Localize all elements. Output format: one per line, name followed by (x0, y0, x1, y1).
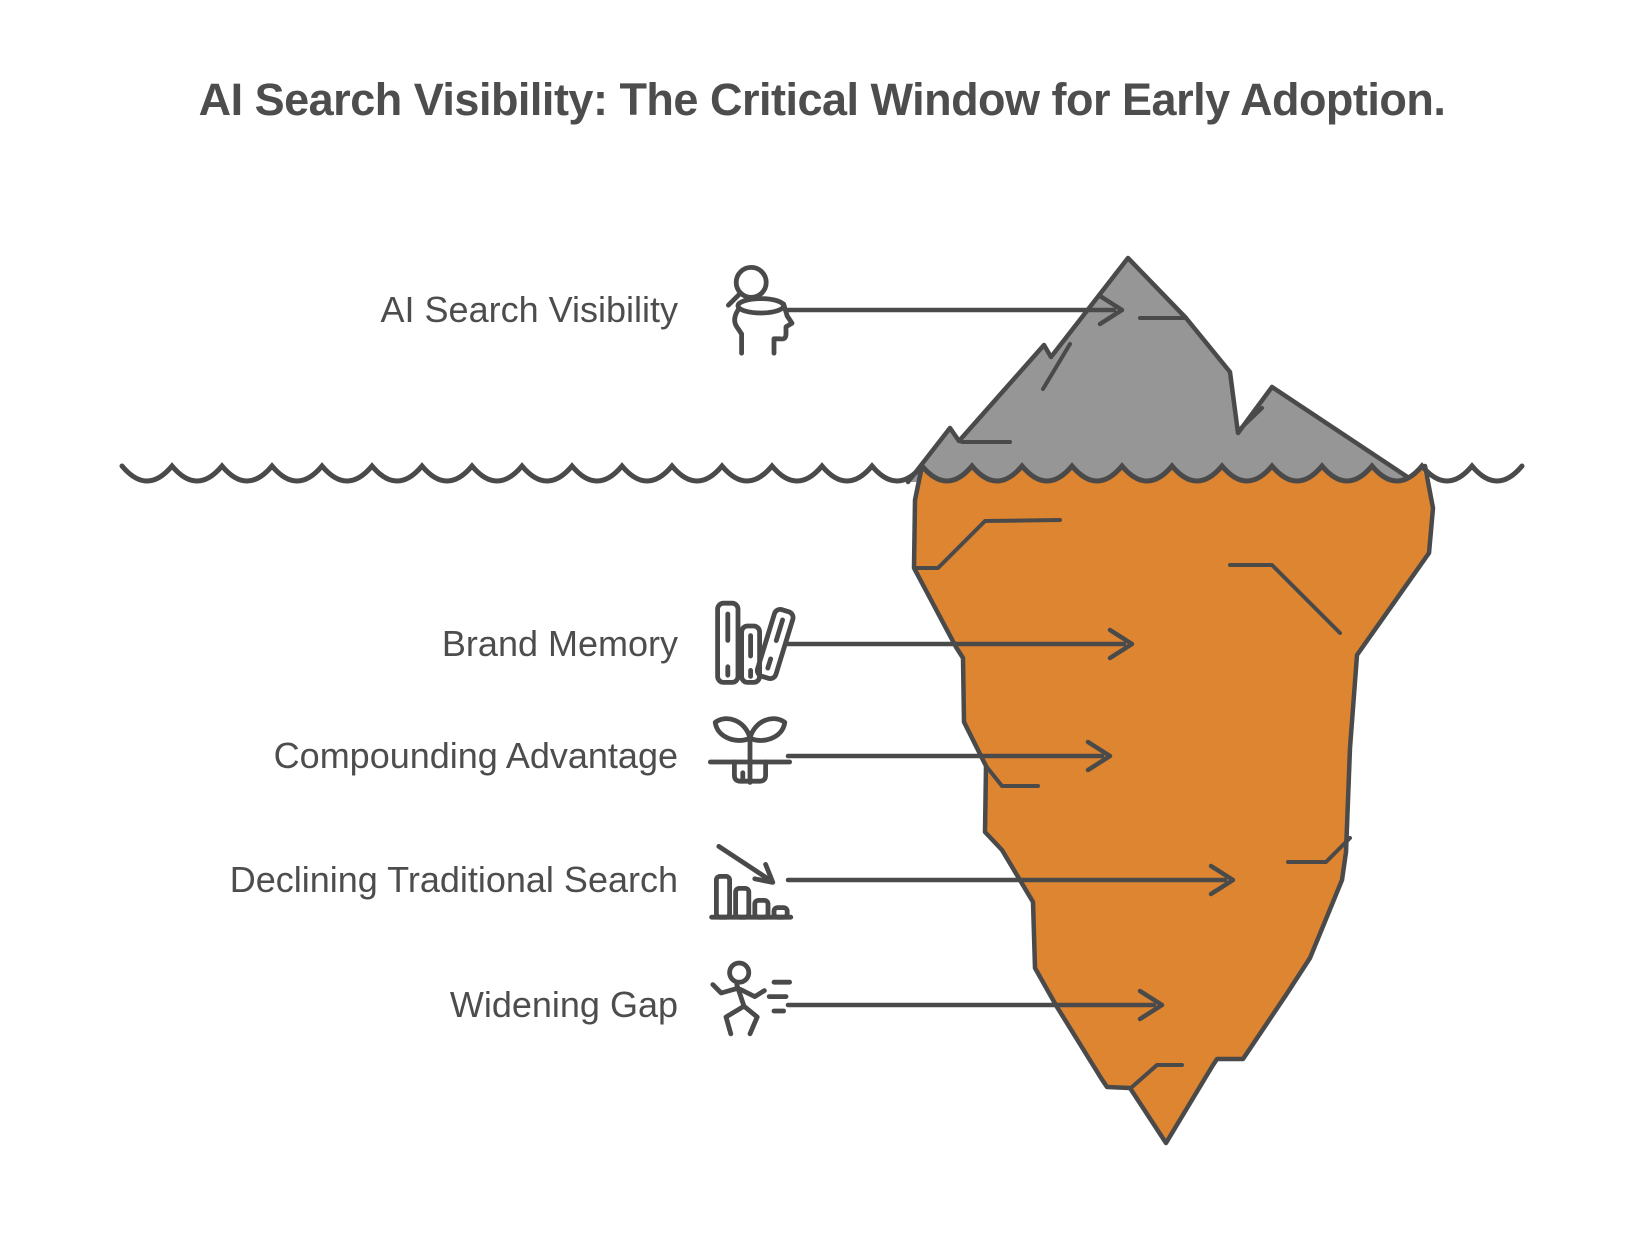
crevice-line (1286, 836, 1352, 864)
page-title: AI Search Visibility: The Critical Windo… (198, 74, 1446, 125)
water-line (119, 462, 1525, 484)
crevice-line (914, 518, 1062, 570)
iceberg-below-water (914, 466, 1433, 1143)
head-search-icon (726, 265, 795, 356)
arrow-compounding-advantage (785, 739, 1113, 773)
crevice-line (1228, 563, 1342, 635)
arrow-brand-memory (785, 627, 1135, 661)
runner-icon (710, 960, 792, 1037)
label-ai-search-visibility: AI Search Visibility (380, 289, 678, 330)
label-row-declining-traditional-search: Declining Traditional Search (0, 832, 798, 928)
label-row-ai-search-visibility: AI Search Visibility (0, 262, 798, 358)
crevice-line (1236, 406, 1264, 433)
label-compounding-advantage: Compounding Advantage (273, 735, 678, 776)
crevice-line (984, 764, 1040, 788)
crevice-line (1130, 1063, 1184, 1089)
iceberg-above-water (908, 258, 1415, 482)
sprout-icon (708, 716, 792, 785)
crevice-line (1041, 342, 1072, 391)
label-row-brand-memory: Brand Memory (0, 596, 798, 692)
arrow-ai-search-visibility (785, 293, 1125, 327)
label-row-widening-gap: Widening Gap (0, 957, 798, 1053)
declining-bar-chart-icon (709, 844, 794, 920)
label-row-compounding-advantage: Compounding Advantage (0, 708, 798, 804)
label-widening-gap: Widening Gap (449, 984, 678, 1025)
books-icon (715, 600, 796, 685)
label-declining-traditional-search: Declining Traditional Search (229, 859, 678, 900)
label-brand-memory: Brand Memory (441, 623, 678, 664)
iceberg-below-water-outline (911, 463, 1436, 1146)
arrow-widening-gap (785, 988, 1165, 1022)
arrow-declining-traditional-search (785, 863, 1236, 897)
